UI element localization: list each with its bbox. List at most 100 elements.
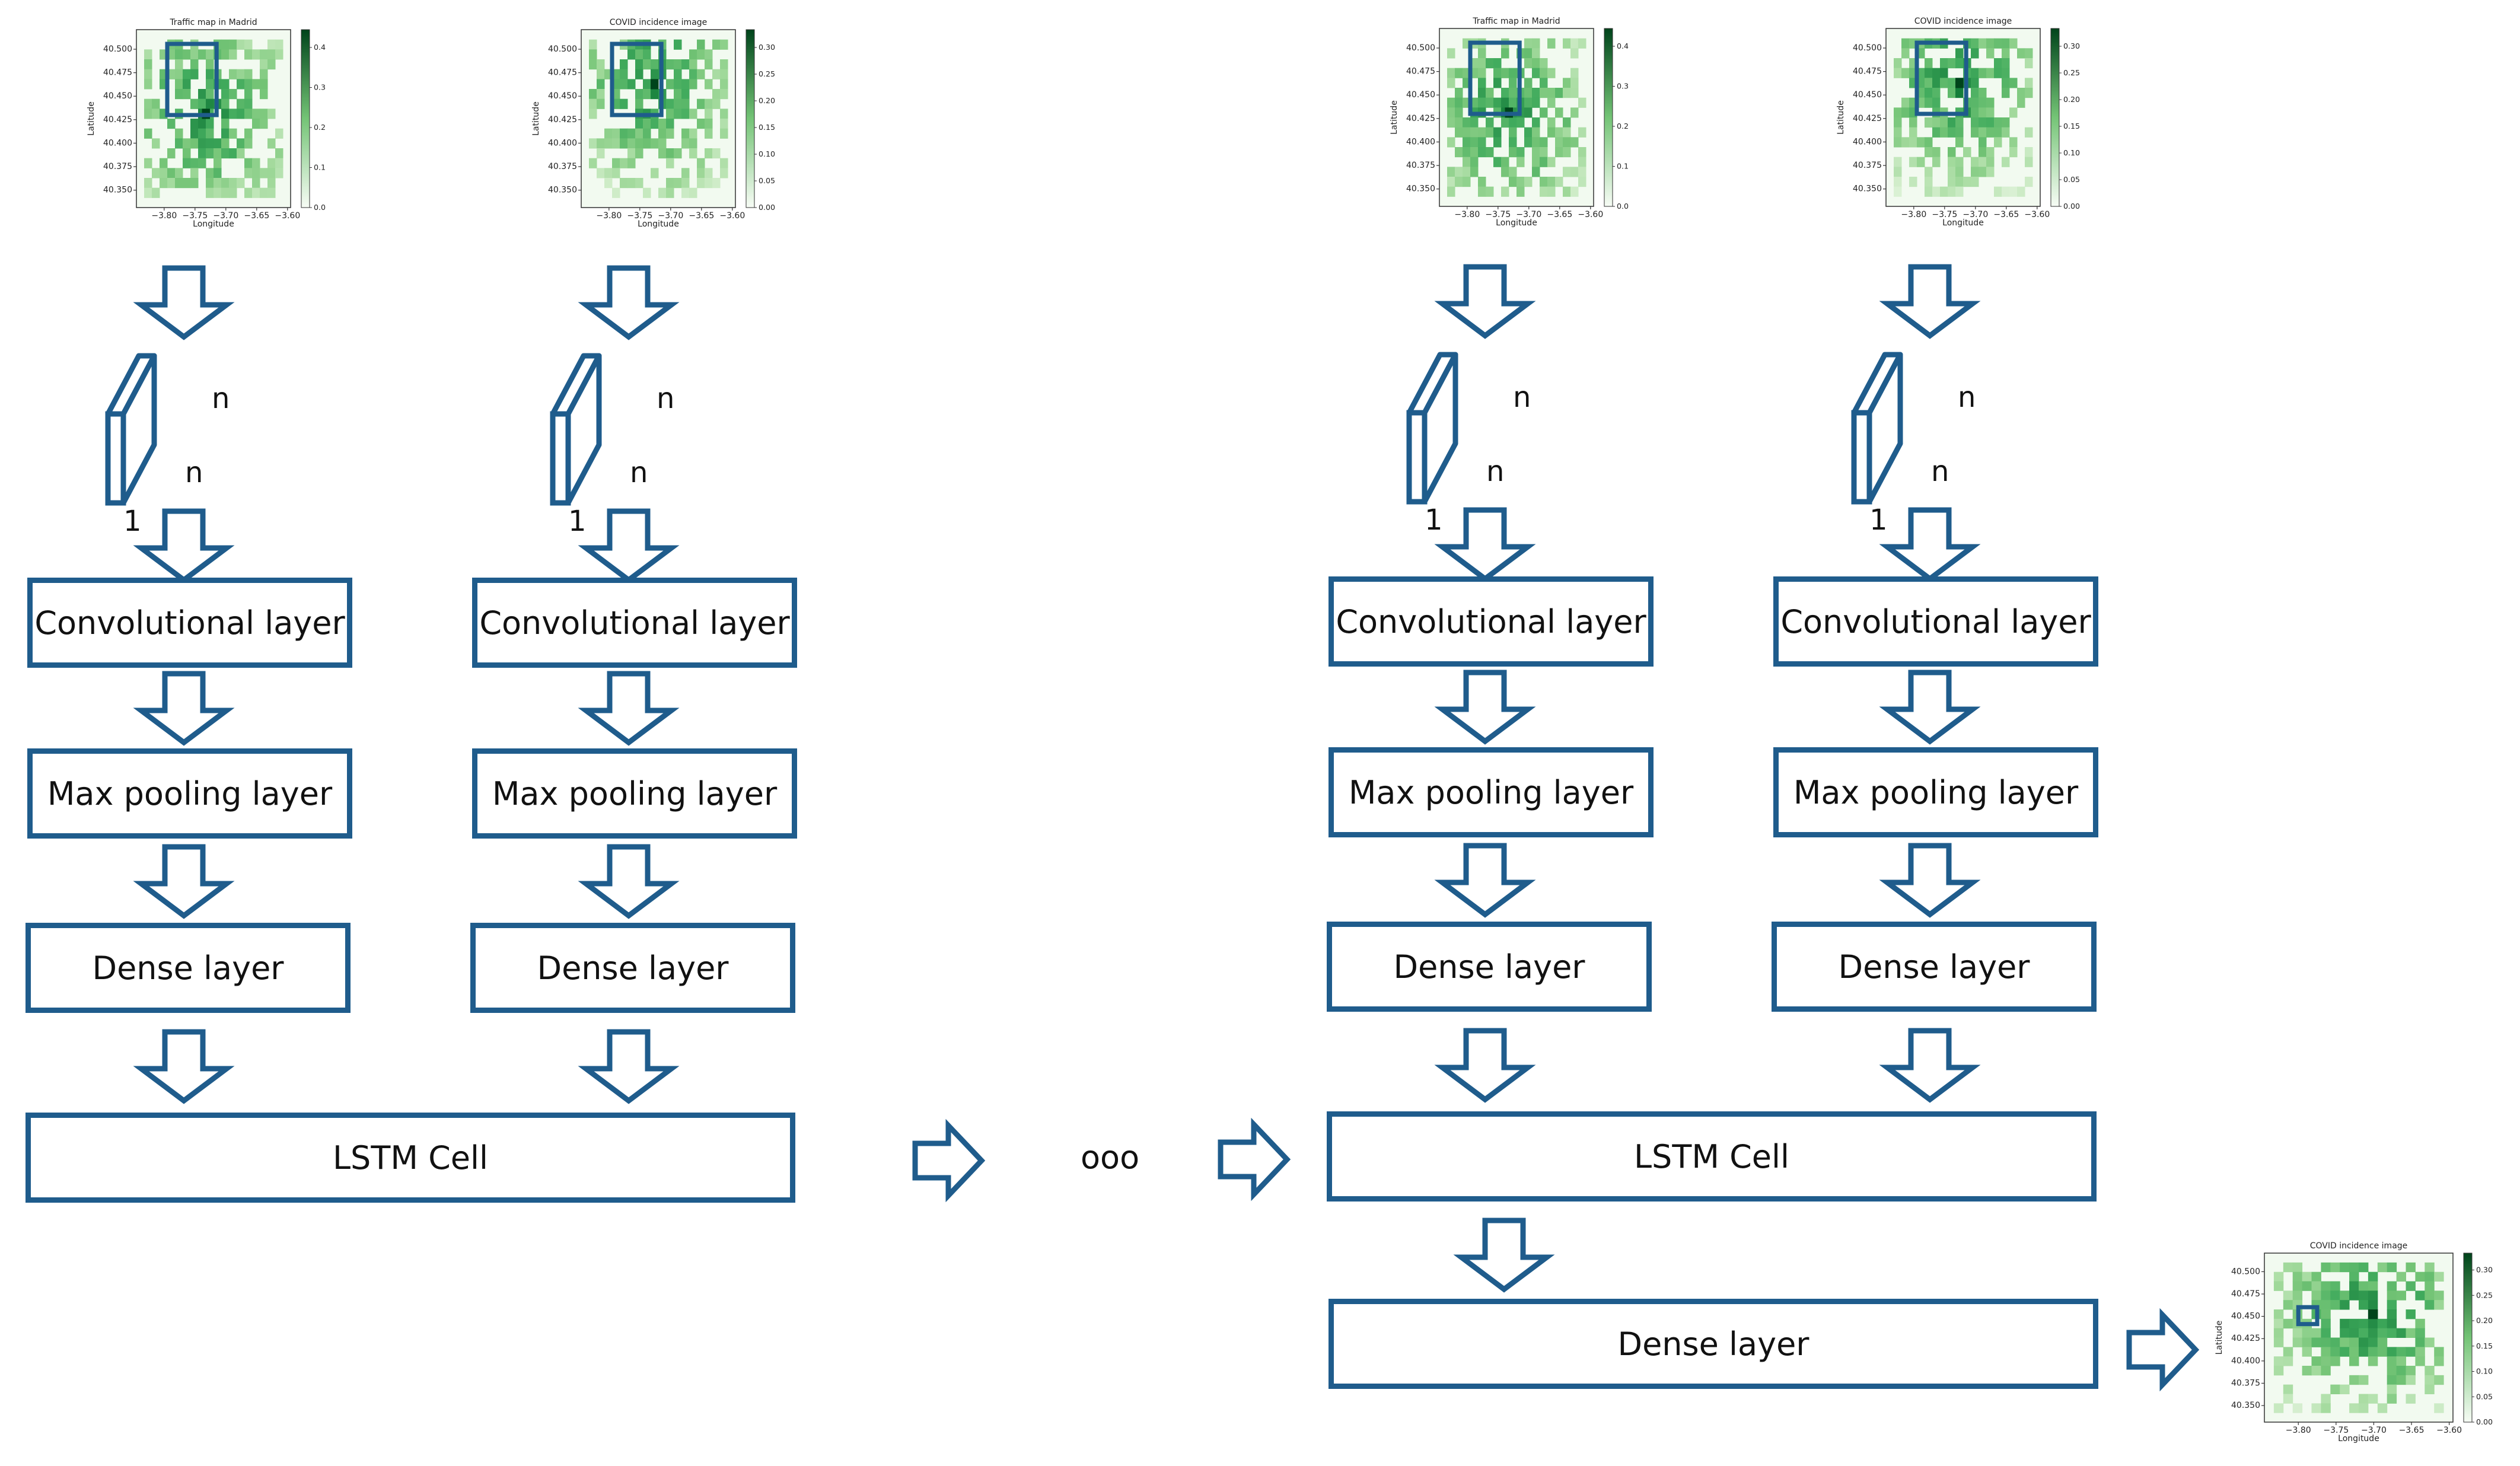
heatmap-cell	[1948, 177, 1956, 187]
heatmap-cell	[1925, 58, 1933, 69]
heatmap-cell	[1979, 137, 1987, 148]
colorbar-tick-label: 0.15	[2476, 1341, 2493, 1350]
heatmap-cell	[206, 119, 214, 129]
y-tick-label: 40.425	[103, 115, 132, 125]
heatmap-cell	[2387, 1366, 2397, 1376]
heatmap-cell	[2330, 1356, 2340, 1366]
input-tensor-icon: nn1	[550, 353, 674, 538]
heatmap-cell	[221, 39, 230, 50]
heatmap-cell	[1501, 68, 1509, 78]
heatmap-cell	[2387, 1394, 2397, 1404]
heatmap-cell	[2017, 186, 2025, 197]
heatmap-cell	[697, 158, 705, 168]
heatmap-cell	[651, 69, 659, 79]
heatmap-cell	[1909, 157, 1917, 167]
heatmap-cell	[2321, 1328, 2331, 1338]
colorbar-tick-label: 0.15	[2063, 122, 2080, 130]
heatmap-cell	[1493, 78, 1502, 88]
colorbar-tick-label: 0.3	[314, 83, 326, 92]
heatmap-cell	[275, 158, 283, 168]
heatmap-cell	[681, 109, 690, 119]
heatmap-cell	[237, 109, 245, 119]
heatmap-cell	[214, 187, 222, 198]
colorbar-tick-label: 0.30	[2063, 42, 2080, 50]
heatmap-cell	[1563, 88, 1571, 98]
heatmap-cell	[1555, 127, 1563, 138]
heatmap-cell	[144, 178, 152, 189]
x-tick-label: −3.80	[2286, 1426, 2311, 1435]
heatmap-cell	[597, 168, 605, 179]
heatmap-cell	[1925, 117, 1933, 128]
down-arrow-icon	[1879, 670, 1981, 745]
heatmap-cell	[2387, 1318, 2397, 1329]
heatmap-cell	[190, 128, 199, 139]
colorbar-tick-label: 0.15	[759, 123, 775, 132]
heatmap-cell	[2302, 1337, 2312, 1347]
heatmap-cell	[674, 178, 682, 189]
heatmap-cell	[2292, 1262, 2303, 1273]
heatmap-cell	[2002, 38, 2010, 49]
heatmap-cell	[2415, 1337, 2425, 1347]
heatmap-cell	[1955, 78, 1964, 88]
maxpool-layer-box: Max pooling layer	[1773, 747, 2098, 837]
x-tick-label: −3.75	[2323, 1426, 2349, 1435]
x-axis-label: Longitude	[1496, 218, 1537, 228]
heatmap-cell	[198, 138, 206, 149]
heatmap-cell	[2302, 1347, 2312, 1357]
heatmap-cell	[2311, 1337, 2321, 1347]
colorbar-tick-label: 0.20	[2476, 1316, 2493, 1325]
heatmap-cell	[2359, 1375, 2369, 1385]
conv-layer-box: Convolutional layer	[27, 578, 352, 668]
heatmap-cell	[1555, 88, 1563, 98]
heatmap-cell	[1955, 186, 1964, 197]
heatmap-cell	[2330, 1300, 2340, 1310]
tensor-width-label: n	[630, 456, 648, 489]
heatmap-cell	[2311, 1403, 2321, 1413]
heatmap-cell	[705, 178, 713, 189]
heatmap-title: Traffic map in Madrid	[169, 18, 257, 27]
heatmap-cell	[2009, 137, 2018, 148]
heatmap-cell	[190, 49, 199, 60]
heatmap-cell	[651, 138, 659, 149]
heatmap-cell	[206, 128, 214, 139]
heatmap-cell	[2415, 1290, 2425, 1301]
heatmap-cell	[2406, 1281, 2416, 1291]
heatmap-cell	[1570, 137, 1579, 148]
heatmap-cell	[627, 128, 636, 139]
heatmap-cell	[689, 69, 697, 79]
heatmap-cell	[1470, 127, 1479, 138]
heatmap-cell	[2349, 1375, 2359, 1385]
y-tick-label: 40.425	[1406, 114, 1435, 123]
heatmap-cell	[666, 158, 674, 168]
heatmap-cell	[2273, 1271, 2284, 1282]
heatmap-cell	[2330, 1337, 2340, 1347]
heatmap-cell	[2330, 1290, 2340, 1301]
heatmap-cell	[1986, 127, 1995, 138]
heatmap-cell	[275, 39, 283, 50]
y-tick-label: 40.400	[2231, 1356, 2260, 1366]
heatmap-cell	[620, 128, 628, 139]
heatmap-cell	[2349, 1290, 2359, 1301]
heatmap-cell	[2292, 1403, 2303, 1413]
heatmap-cell	[612, 168, 620, 179]
heatmap-cell	[2359, 1347, 2369, 1357]
heatmap-cell	[1940, 78, 1948, 88]
heatmap-title: COVID incidence image	[2310, 1241, 2408, 1251]
colorbar	[1604, 28, 1613, 207]
heatmap-cell	[720, 128, 728, 139]
down-arrow-icon	[133, 265, 235, 340]
heatmap-cell	[1532, 48, 1540, 59]
heatmap-cell	[2415, 1347, 2425, 1357]
y-tick-label: 40.450	[548, 91, 577, 101]
heatmap-cell	[712, 89, 721, 100]
heatmap-cell	[1563, 78, 1571, 88]
heatmap-cell	[2009, 147, 2018, 158]
colorbar-tick-label: 0.20	[2063, 95, 2080, 104]
heatmap-cell	[160, 168, 168, 179]
colorbar-tick-label: 0.10	[2476, 1367, 2493, 1376]
heatmap-cell	[2283, 1300, 2293, 1310]
colorbar	[746, 29, 755, 208]
colorbar-tick-label: 0.30	[759, 43, 775, 52]
heatmap-cell	[1517, 186, 1525, 197]
heatmap-cell	[1901, 68, 1910, 78]
